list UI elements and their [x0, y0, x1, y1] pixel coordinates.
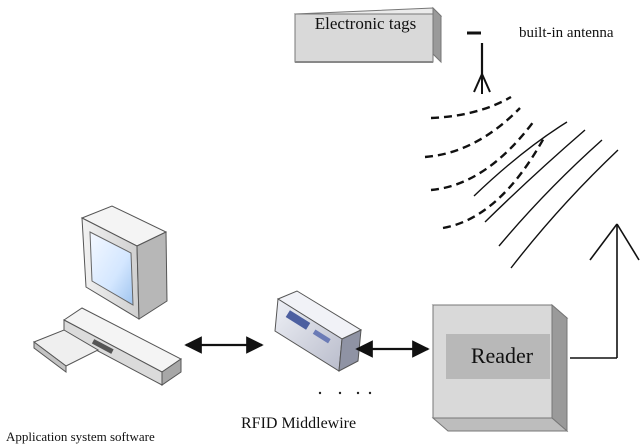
application-label: Application system software — [6, 429, 155, 444]
tags-box — [293, 6, 443, 64]
reader-box — [431, 303, 569, 433]
middleware-device — [274, 290, 363, 372]
antenna-label: built-in antenna — [519, 25, 614, 41]
reader-label: Reader — [470, 343, 534, 368]
tag-radio-waves — [424, 95, 547, 230]
reader-radio-waves — [473, 121, 619, 269]
reader-antenna — [570, 223, 640, 359]
computer-workstation — [32, 205, 182, 386]
middleware-label: RFID Middlewire — [241, 415, 357, 432]
middleware-dots — [318, 391, 372, 395]
tag-label: Electronic tags — [314, 14, 417, 33]
tag-antenna — [467, 31, 491, 94]
